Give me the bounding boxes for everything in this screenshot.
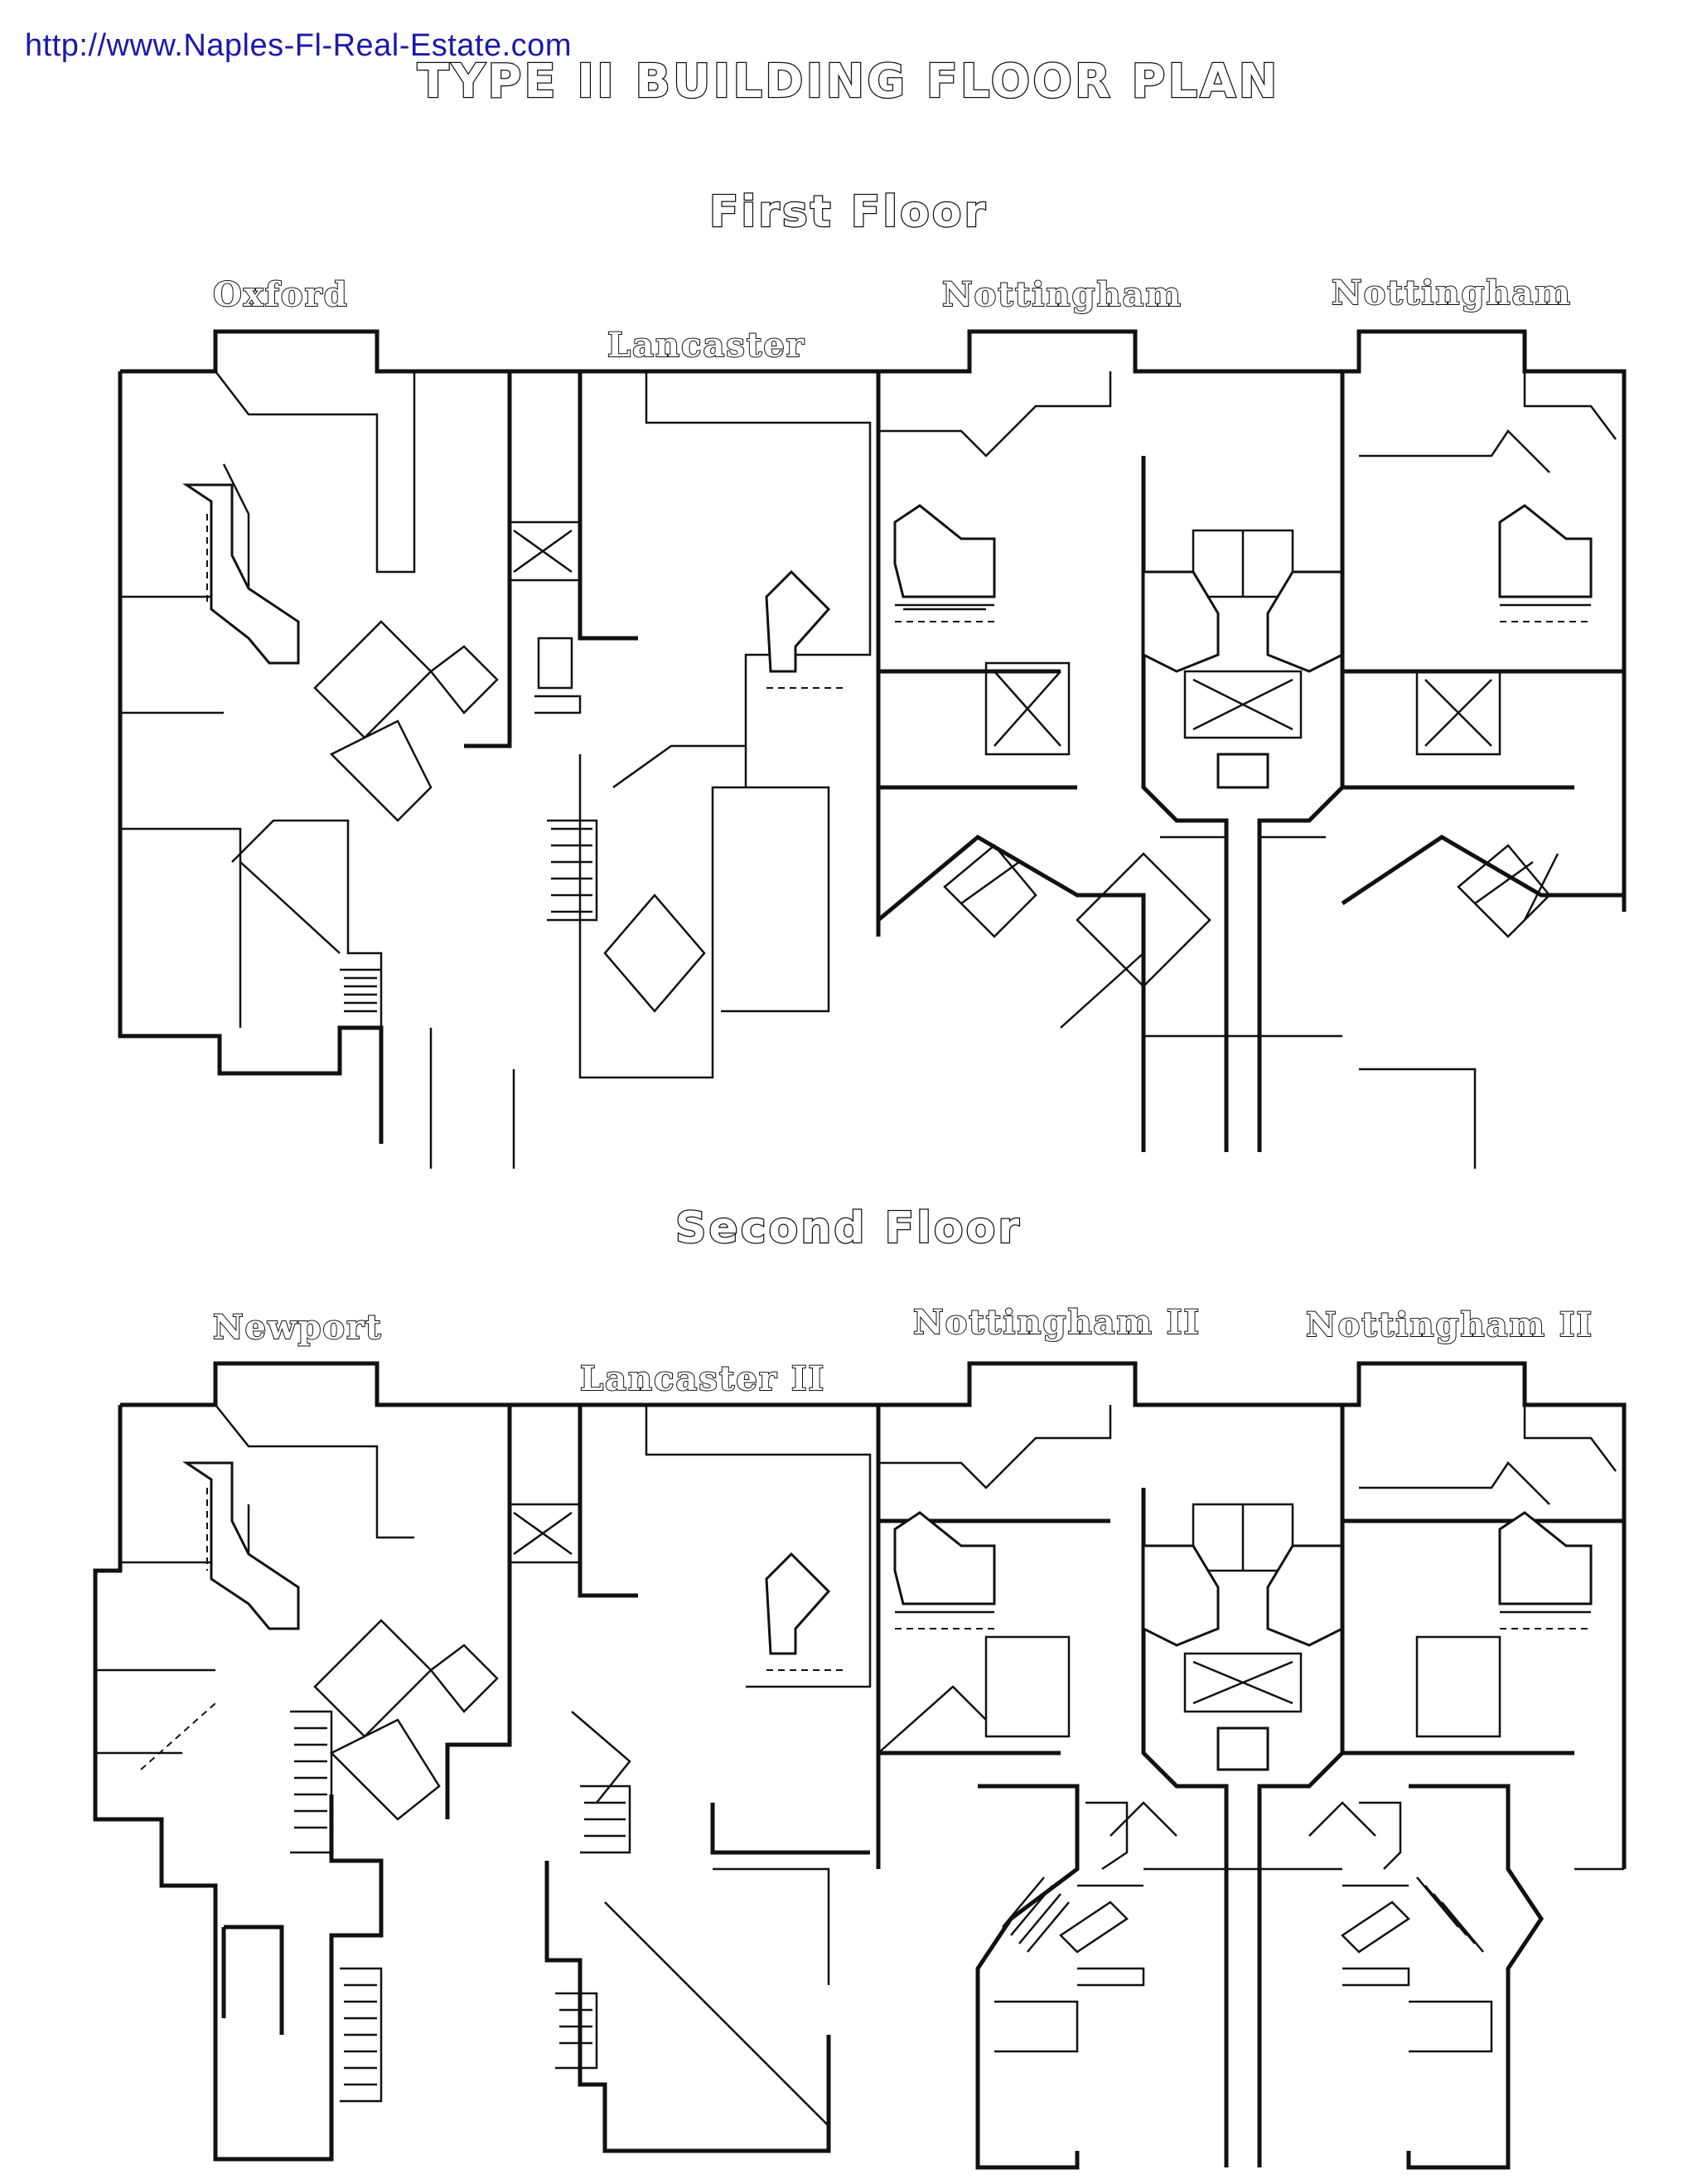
unit-label-lancaster: Lancaster (607, 325, 805, 366)
unit-label-lancaster-ii: Lancaster II (579, 1358, 826, 1399)
page-title: TYPE II BUILDING FLOOR PLAN (416, 54, 1280, 110)
unit-label-oxford: Oxford (212, 274, 349, 315)
unit-label-nottingham-b: Nottingham (1331, 273, 1572, 313)
site-url-link[interactable]: http://www.Naples-Fl-Real-Estate.com (25, 28, 572, 63)
unit-label-nottingham-ii-b: Nottingham II (1305, 1305, 1594, 1345)
first-floor-plan (118, 329, 1627, 1169)
first-floor-title: First Floor (708, 186, 989, 239)
unit-label-newport: Newport (212, 1307, 383, 1348)
unit-label-nottingham-a: Nottingham (941, 274, 1182, 315)
second-floor-title: Second Floor (674, 1203, 1023, 1255)
second-floor-plan (93, 1361, 1627, 2170)
unit-label-nottingham-ii-a: Nottingham II (912, 1302, 1201, 1343)
